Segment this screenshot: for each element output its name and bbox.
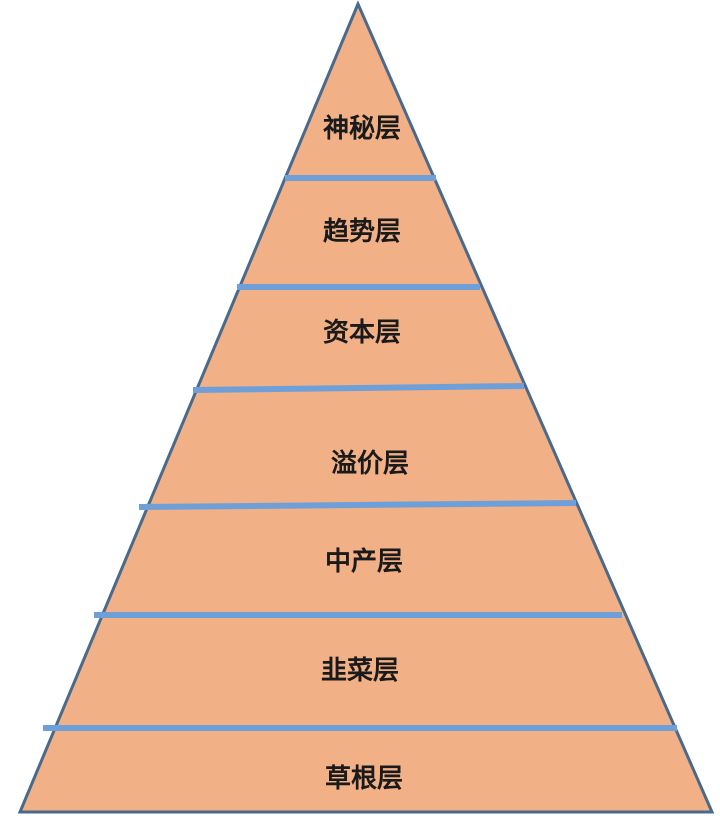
layer-label-capital: 资本层 [323,318,401,348]
layer-label-premium: 溢价层 [331,449,409,479]
layer-label-middle-class: 中产层 [325,547,403,577]
layer-label-trend: 趋势层 [323,217,401,247]
layer-label-leek: 韭菜层 [321,656,399,686]
layer-label-grassroots: 草根层 [325,764,403,794]
layer-divider [138,500,577,510]
layer-label-mystery: 神秘层 [323,113,401,144]
pyramid-body [17,0,715,814]
layer-divider [192,383,525,393]
